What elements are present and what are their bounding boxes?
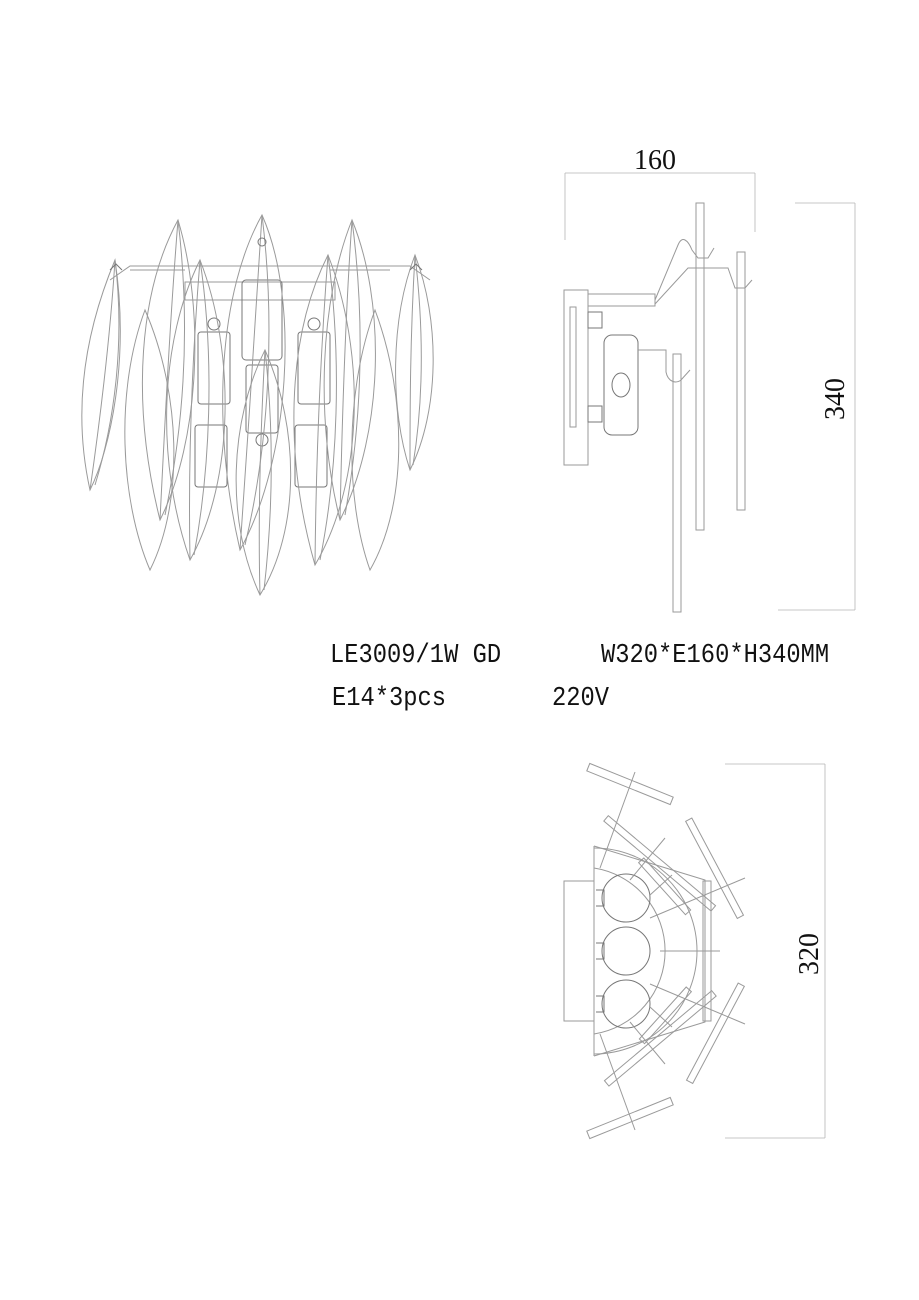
top-view-drawing: [560, 750, 860, 1150]
bulb-spec: E14*3pcs: [332, 684, 447, 714]
model-number: LE3009/1W GD: [330, 641, 502, 671]
voltage-spec: 220V: [552, 684, 610, 714]
front-view-drawing: [70, 200, 450, 600]
side-width-dimension-label: 160: [634, 145, 676, 176]
chandelier-side-profile-icon: [563, 172, 856, 613]
side-height-dimension-label: 340: [820, 378, 851, 420]
chandelier-top-plan-icon: [563, 762, 826, 1140]
leaf-chandelier-front-icon: [81, 213, 434, 597]
overall-dimensions: W320*E160*H340MM: [601, 641, 830, 671]
top-width-dimension-label: 320: [794, 933, 825, 975]
side-view-drawing: [550, 140, 890, 630]
